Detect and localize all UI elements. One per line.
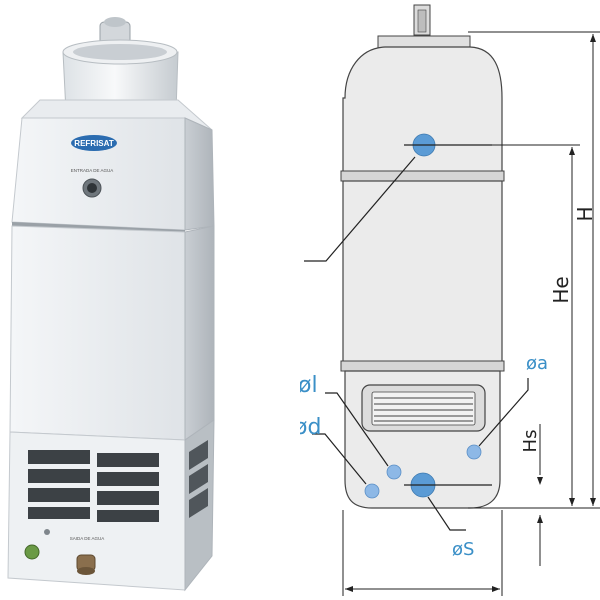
tower-body-outline [340, 46, 505, 509]
brand-badge: REFRISAT [71, 135, 117, 151]
height-label-Hs: Hs [520, 430, 541, 453]
brand-logo-text: REFRISAT [74, 139, 114, 148]
leader-lines [304, 144, 529, 531]
height-label-H: H [573, 206, 597, 221]
diameter-label-l: øl [300, 373, 318, 398]
dimension-arrowheads [345, 34, 596, 592]
air-inlet-louvers [28, 440, 208, 522]
diameter-label-a: øa [526, 353, 548, 374]
inlet-plate-label: ENTRADA DE AGUA [71, 168, 114, 173]
diameter-label-S: øS [452, 539, 474, 560]
connection-d [364, 483, 380, 499]
outlet-plate-label: SAIDA DE AGUA [70, 536, 105, 541]
outlet-fitting [44, 529, 96, 575]
drain-valve [24, 544, 40, 560]
cooling-tower-photo: REFRISAT ENTRADA DE AGUA SAIDA DE AGUA [7, 17, 215, 592]
dimension-lines [342, 31, 600, 596]
motor-outline [377, 4, 471, 49]
middle-section [9, 222, 215, 441]
louver-panel [361, 384, 486, 432]
upper-section [11, 99, 215, 231]
fan-motor [99, 17, 131, 45]
diameter-label-d: ød [300, 415, 321, 440]
height-label-He: He [549, 276, 573, 303]
dimension-drawing: H He Hs øl ød øa øS [300, 4, 600, 596]
connection-a [466, 444, 482, 460]
connection-l [386, 464, 402, 480]
water-inlet-port [82, 178, 102, 198]
